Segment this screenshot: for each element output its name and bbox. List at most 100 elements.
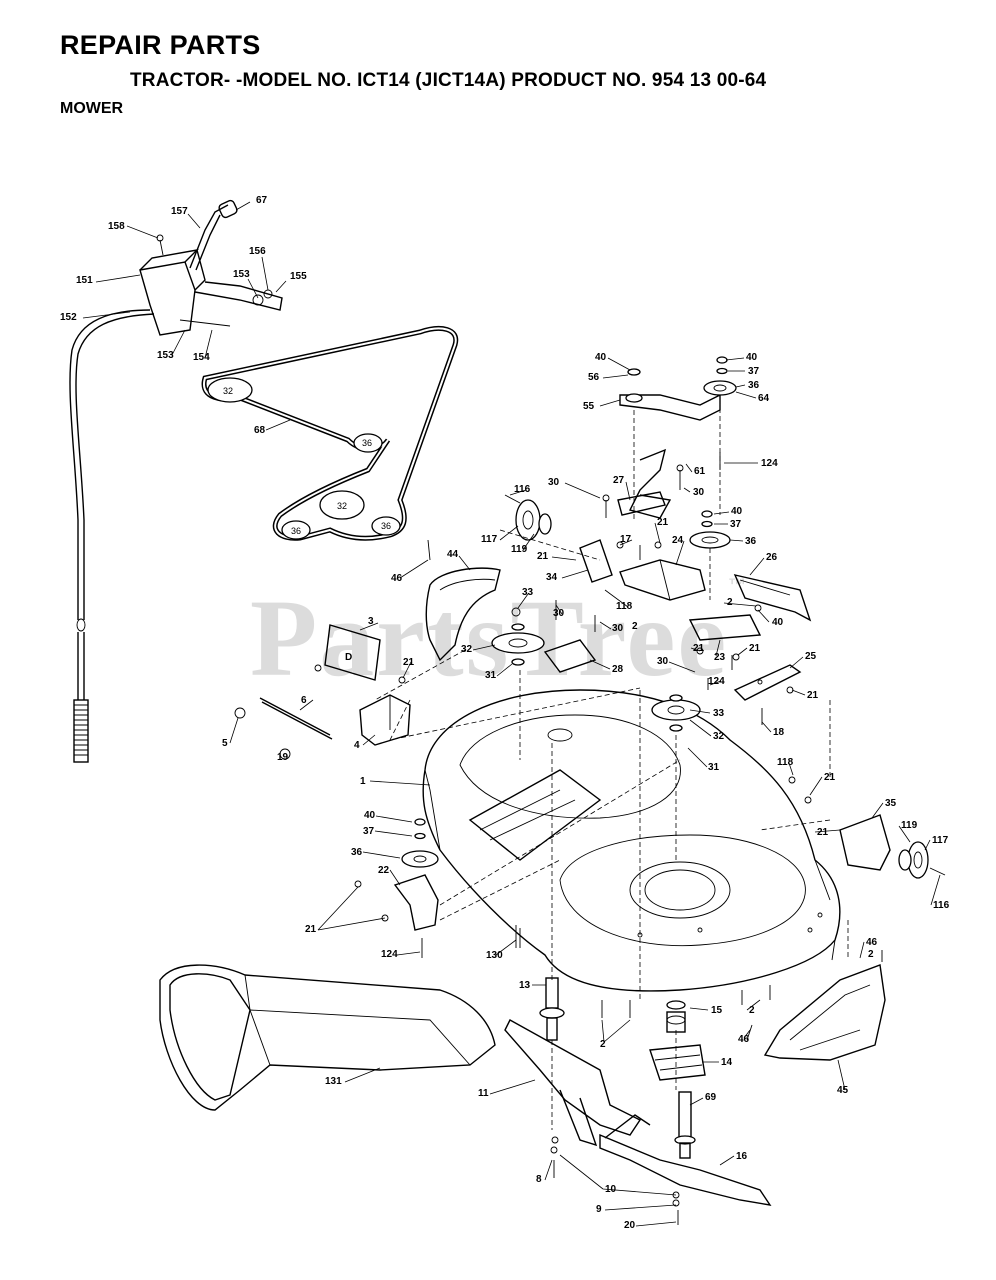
deflector-3[interactable]: D [324,624,381,681]
callout-44: 44 [447,549,459,560]
partstree-watermark: PartsTree™ [250,575,749,699]
bracket-4[interactable] [359,694,411,746]
callout-10: 10 [605,1184,617,1195]
callout-36: 36 [748,380,760,391]
callout-21: 21 [657,517,669,528]
callout-124: 124 [761,458,778,469]
bracket-23[interactable] [688,614,762,641]
callout-2: 2 [727,597,733,608]
callout-24: 24 [672,535,684,546]
callout-34: 34 [546,572,558,583]
callout-68: 68 [254,425,266,436]
spindle-69[interactable] [666,1000,696,1159]
anti-scalp-14[interactable] [649,1044,706,1081]
callout-21: 21 [403,657,415,668]
callout-155: 155 [290,271,307,282]
pulley-36-top[interactable] [689,510,731,549]
lift-cable[interactable] [69,309,155,763]
callout-19: 19 [277,752,289,763]
mower-blades[interactable] [504,1019,772,1206]
bracket-22[interactable] [393,818,439,931]
callout-55: 55 [583,401,595,412]
gauge-wheel-bracket-35[interactable] [839,814,946,879]
callout-67: 67 [256,195,268,206]
callout-21: 21 [807,690,819,701]
callout-40: 40 [595,352,607,363]
callout-117: 117 [932,835,949,846]
bracket-25[interactable] [733,664,802,701]
callout-119: 119 [901,820,918,831]
gauge-wheel-left[interactable] [504,494,552,541]
callout-30: 30 [612,623,624,634]
callout-14: 14 [721,1057,733,1068]
model-subtitle: TRACTOR- -MODEL NO. ICT14 (JICT14A) PROD… [130,70,767,91]
drive-belt[interactable] [201,326,459,541]
callout-46: 46 [391,573,403,584]
callout-40: 40 [731,506,743,517]
callout-32: 32 [461,644,473,655]
spindle-pulley-right[interactable] [651,694,701,732]
callout-17: 17 [620,534,632,545]
rod-6[interactable] [234,697,333,760]
callout-21: 21 [817,827,829,838]
callout-21: 21 [824,772,836,783]
callout-2: 2 [632,621,638,632]
belt-guard-44[interactable] [425,567,501,662]
callout-25: 25 [805,651,817,662]
callout-116: 116 [933,900,950,911]
callout-33: 33 [713,708,725,719]
pulley-label-32: 32 [337,501,347,511]
callout-152: 152 [60,312,77,323]
callout-3: 3 [368,616,374,627]
callout-37: 37 [748,366,760,377]
lift-handle-assembly[interactable] [139,199,283,336]
page-title: REPAIR PARTS [60,30,261,60]
discharge-chute[interactable] [159,964,496,1111]
callout-21: 21 [537,551,549,562]
callout-130: 130 [486,950,503,961]
callout-1: 1 [360,776,366,787]
belt-pulleys[interactable] [207,377,401,540]
belt-guide-28[interactable] [543,639,597,673]
callout-30: 30 [548,477,560,488]
callout-21: 21 [693,643,705,654]
callout-156: 156 [249,246,266,257]
callout-56: 56 [588,372,600,383]
idler-bracket-55[interactable] [619,356,737,421]
callout-119: 119 [511,544,528,555]
callout-22: 22 [378,865,390,876]
callout-28: 28 [612,664,624,675]
callout-46: 46 [738,1034,750,1045]
callout-158: 158 [108,221,125,232]
callout-69: 69 [705,1092,717,1103]
callout-31: 31 [708,762,720,773]
callout-5: 5 [222,738,228,749]
callout-9: 9 [596,1204,602,1215]
callout-18: 18 [773,727,785,738]
callout-153: 153 [233,269,250,280]
mower-deck[interactable] [422,689,841,992]
bracket-24[interactable] [619,559,706,601]
callout-20: 20 [624,1220,636,1231]
pulley-label-32: 32 [223,386,233,396]
callout-118: 118 [777,757,794,768]
spindle-13[interactable] [539,977,565,1041]
assembly-center-lines [374,400,849,1130]
idler-arm-27[interactable] [617,448,672,519]
callout-40: 40 [772,617,784,628]
callout-13: 13 [519,980,531,991]
bracket-26[interactable] [733,574,812,622]
deflector-45[interactable] [763,964,886,1061]
belt-guide-34[interactable] [579,539,613,583]
callout-153: 153 [157,350,174,361]
callout-154: 154 [193,352,210,363]
leader-lines [82,201,941,1227]
callout-31: 31 [485,670,497,681]
callout-124: 124 [381,949,398,960]
callout-30: 30 [693,487,705,498]
callout-61: 61 [694,466,706,477]
callout-15: 15 [711,1005,723,1016]
callout-32: 32 [713,731,725,742]
spindle-pulley-left[interactable] [491,623,545,666]
